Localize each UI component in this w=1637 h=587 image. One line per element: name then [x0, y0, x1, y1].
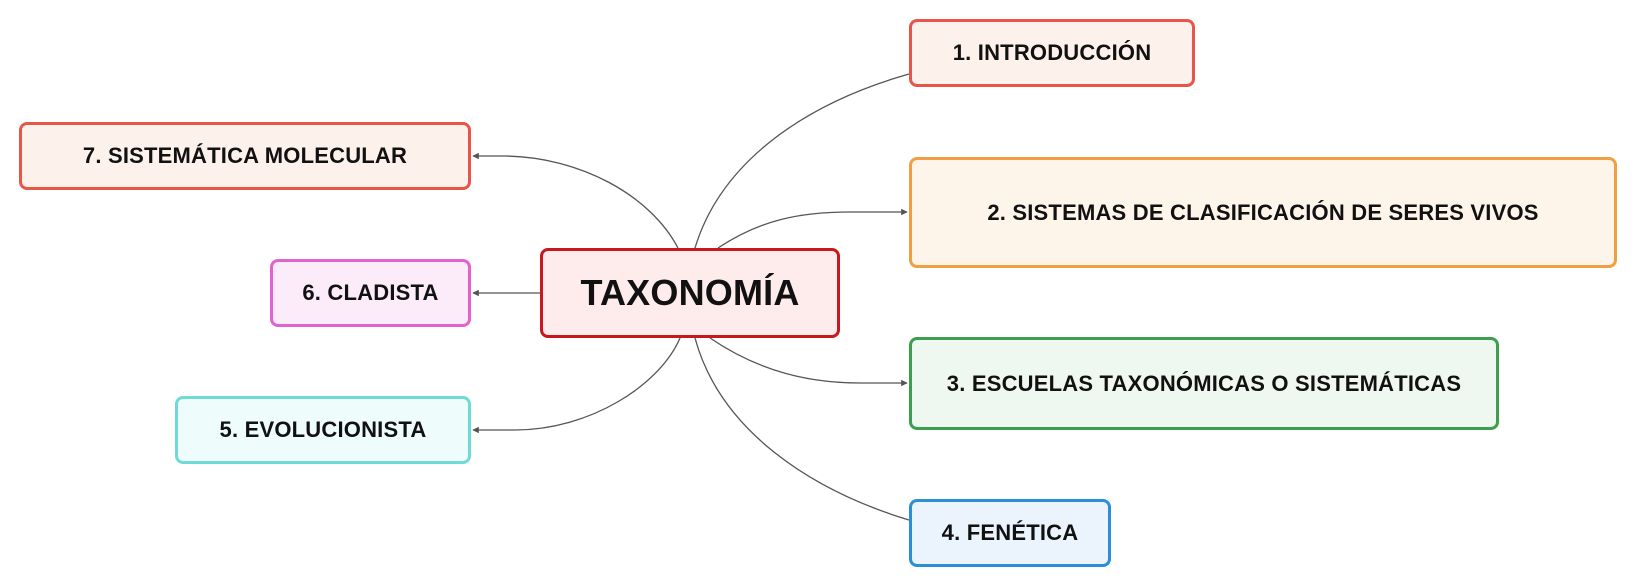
central-topic-label: TAXONOMÍA — [580, 272, 800, 313]
branch-evolucionista[interactable]: 5. EVOLUCIONISTA — [175, 396, 471, 464]
central-topic-taxonomia[interactable]: TAXONOMÍA — [540, 248, 840, 338]
connector-escuelas — [709, 337, 908, 387]
branch-label: 7. SISTEMÁTICA MOLECULAR — [82, 143, 408, 168]
branch-label: 4. FENÉTICA — [941, 520, 1079, 545]
branch-fenetica[interactable]: 4. FENÉTICA — [909, 499, 1111, 567]
connector-sistemas-clasificacion — [717, 208, 908, 249]
branch-cladista[interactable]: 6. CLADISTA — [270, 259, 471, 327]
branch-sistemas-clasificacion[interactable]: 2. SISTEMAS DE CLASIFICACIÓN DE SERES VI… — [909, 157, 1617, 268]
connector-introduccion — [694, 73, 910, 249]
branch-sistematica-molecular[interactable]: 7. SISTEMÁTICA MOLECULAR — [19, 122, 471, 190]
connector-fenetica — [694, 337, 910, 521]
branch-introduccion[interactable]: 1. INTRODUCCIÓN — [909, 19, 1195, 87]
branch-label: 6. CLADISTA — [302, 280, 439, 305]
branch-label: 3. ESCUELAS TAXONÓMICAS O SISTEMÁTICAS — [946, 370, 1462, 396]
branch-label: 2. SISTEMAS DE CLASIFICACIÓN DE SERES VI… — [987, 199, 1539, 225]
connector-evolucionista — [472, 337, 681, 434]
branch-escuelas-taxonomicas[interactable]: 3. ESCUELAS TAXONÓMICAS O SISTEMÁTICAS — [909, 337, 1499, 430]
branch-label: 5. EVOLUCIONISTA — [219, 417, 427, 442]
connector-sistematica-molecular — [472, 152, 679, 249]
branch-label: 1. INTRODUCCIÓN — [952, 40, 1152, 65]
